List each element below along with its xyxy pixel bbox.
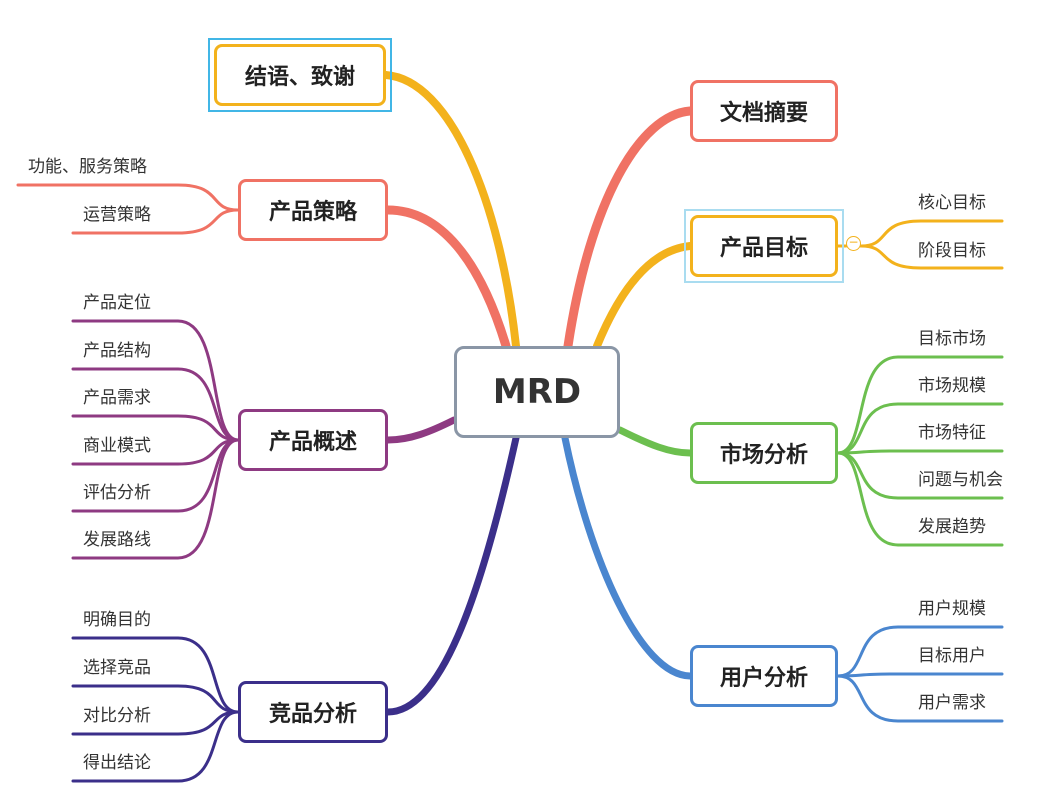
leaf-line-goals-1 — [859, 244, 1004, 270]
selection-frame-soft — [684, 209, 844, 283]
leaf-business-model[interactable]: 商业模式 — [83, 436, 151, 456]
leaf-evaluation[interactable]: 评估分析 — [83, 483, 151, 503]
leaf-define-goal[interactable]: 明确目的 — [83, 610, 151, 630]
leaf-compare[interactable]: 对比分析 — [83, 706, 151, 726]
collapse-minus-icon[interactable]: − — [846, 236, 861, 251]
leaf-line-market-0 — [836, 355, 1004, 455]
leaf-roadmap[interactable]: 发展路线 — [83, 530, 151, 550]
leaf-line-overview-0 — [71, 319, 240, 442]
leaf-structure[interactable]: 产品结构 — [83, 341, 151, 361]
branch-overview — [384, 416, 458, 444]
leaf-stage-goal[interactable]: 阶段目标 — [918, 241, 986, 261]
topic-goals[interactable]: 产品目标 — [690, 215, 838, 277]
branch-strategy — [383, 205, 511, 351]
branch-summary — [563, 106, 695, 351]
leaf-positioning[interactable]: 产品定位 — [83, 293, 151, 313]
leaf-line-market-1 — [836, 402, 1004, 455]
leaf-market-size[interactable]: 市场规模 — [918, 376, 986, 396]
leaf-line-strategy-0 — [71, 183, 240, 212]
leaf-line-competition-1 — [71, 684, 240, 714]
leaf-requirements[interactable]: 产品需求 — [83, 388, 151, 408]
branch-users — [561, 434, 694, 680]
leaf-target-users[interactable]: 目标用户 — [918, 646, 986, 666]
leaf-line-users-1 — [836, 672, 1004, 678]
leaf-core-goal[interactable]: 核心目标 — [918, 193, 986, 213]
leaf-line-overview-1 — [71, 367, 240, 442]
leaf-line-strategy-1 — [71, 208, 240, 235]
leaf-line-users-0 — [836, 625, 1004, 678]
topic-market[interactable]: 市场分析 — [690, 422, 838, 484]
leaf-line-market-4 — [836, 451, 1004, 547]
selection-frame — [208, 38, 392, 112]
leaf-conclude[interactable]: 得出结论 — [83, 753, 151, 773]
topic-strategy[interactable]: 产品策略 — [238, 179, 388, 241]
topic-overview[interactable]: 产品概述 — [238, 409, 388, 471]
leaf-user-needs[interactable]: 用户需求 — [918, 693, 986, 713]
branch-competition — [384, 434, 520, 716]
leaf-user-scale[interactable]: 用户规模 — [918, 599, 986, 619]
topic-conclusion[interactable]: 结语、致谢 — [214, 44, 386, 106]
leaf-line-overview-5 — [71, 438, 240, 560]
branch-market — [616, 426, 694, 457]
leaf-line-users-2 — [836, 674, 1004, 723]
leaf-line-competition-0 — [71, 636, 240, 714]
central-topic[interactable]: MRD — [454, 346, 620, 438]
leaf-operation-strategy[interactable]: 运营策略 — [83, 205, 151, 225]
leaf-line-market-2 — [836, 449, 1004, 455]
branch-goals — [593, 242, 694, 350]
topic-summary[interactable]: 文档摘要 — [690, 80, 838, 142]
topic-competition[interactable]: 竞品分析 — [238, 681, 388, 743]
leaf-line-goals-0 — [859, 219, 1004, 248]
topic-users[interactable]: 用户分析 — [690, 645, 838, 707]
leaf-target-market[interactable]: 目标市场 — [918, 329, 986, 349]
leaf-line-overview-2 — [71, 414, 240, 442]
leaf-line-competition-3 — [71, 710, 240, 783]
leaf-trends[interactable]: 发展趋势 — [918, 517, 986, 537]
leaf-pick-competitors[interactable]: 选择竞品 — [83, 658, 151, 678]
leaf-market-traits[interactable]: 市场特征 — [918, 423, 986, 443]
leaf-feature-service-strategy[interactable]: 功能、服务策略 — [28, 157, 147, 177]
leaf-problems-opportunities[interactable]: 问题与机会 — [918, 470, 1003, 490]
branch-conclusion — [382, 71, 520, 350]
